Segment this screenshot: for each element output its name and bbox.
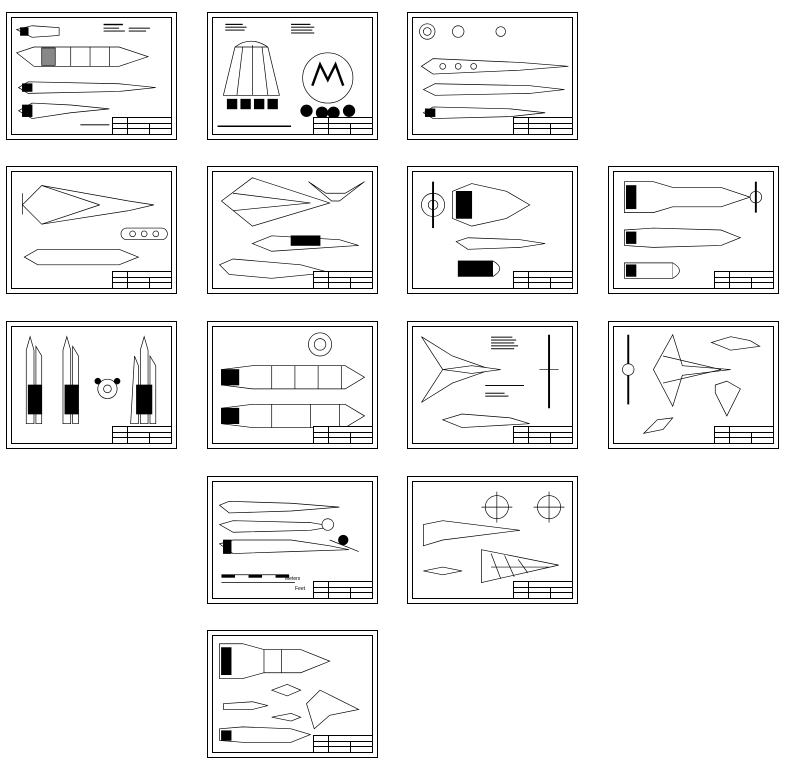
drawing-sheet-delta-wing-orbiter[interactable] <box>207 166 378 294</box>
shuttle-views-diagram <box>622 333 761 434</box>
mixed-concepts-diagram <box>219 643 360 743</box>
title-block <box>313 117 372 134</box>
drawing-sheet-flying-wing-orbiter[interactable] <box>407 321 578 449</box>
title-block <box>513 581 572 598</box>
drawing-sheet-arrow-body-cutaway[interactable] <box>407 476 578 604</box>
drawing-sheet-lifting-body-booster[interactable] <box>6 166 177 294</box>
drawing-sheet-modular-rocket-scale[interactable]: Meters Feet <box>207 476 378 604</box>
finned-rocket-diagram <box>421 181 546 277</box>
drawing-sheet-saturn-v-stages[interactable] <box>6 12 177 140</box>
title-block <box>112 271 171 288</box>
drawing-sheet-cluster-boosters[interactable] <box>608 166 779 294</box>
booster-stages-diagram <box>221 332 366 428</box>
drawing-sheet-mixed-concepts[interactable] <box>207 630 378 758</box>
drawing-sheet-large-booster-stages[interactable] <box>207 321 378 449</box>
title-block <box>313 426 372 443</box>
orbiter-diagram <box>218 177 365 279</box>
title-block <box>513 117 572 134</box>
drawing-sheet-saturn-rockets[interactable] <box>407 12 578 140</box>
scale-label-meters: Meters <box>285 576 301 582</box>
title-block <box>313 735 372 752</box>
shuttle-stack-diagram <box>25 335 157 425</box>
title-block <box>313 271 372 288</box>
scale-label-feet: Feet <box>295 586 306 592</box>
rocket-stage-diagram <box>15 23 156 126</box>
flying-wing-diagram <box>421 334 559 428</box>
cluster-booster-diagram <box>624 181 762 279</box>
lifting-body-diagram <box>21 185 168 266</box>
title-block <box>513 426 572 443</box>
title-block <box>112 117 171 134</box>
title-block <box>714 426 773 443</box>
drawing-sheet-rocket-with-fins[interactable] <box>407 166 578 294</box>
drawing-sheet-shuttle-views[interactable] <box>608 321 779 449</box>
drawing-sheet-capsule-engines[interactable] <box>207 12 378 140</box>
title-block <box>313 581 372 598</box>
arrow-body-diagram <box>423 491 565 583</box>
capsule-diagram <box>217 23 356 127</box>
title-block <box>714 271 773 288</box>
modular-rocket-diagram <box>218 500 359 583</box>
rockets-diagram <box>419 23 569 119</box>
drawing-sheet-shuttle-stacks[interactable] <box>6 321 177 449</box>
title-block <box>112 426 171 443</box>
title-block <box>513 271 572 288</box>
